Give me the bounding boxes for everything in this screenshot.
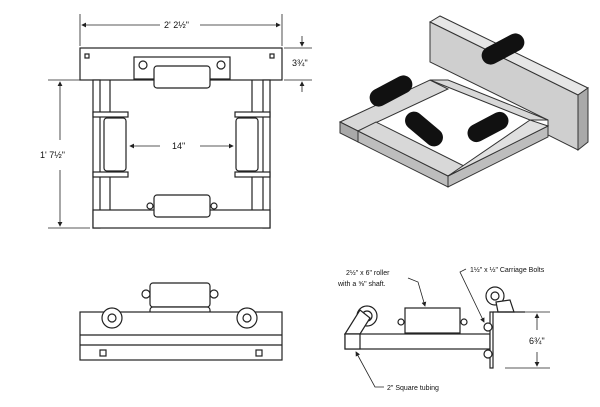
roller-note-line2: with a ⅝" shaft.	[337, 281, 386, 288]
roller-right	[235, 117, 259, 172]
roller-top	[153, 65, 211, 89]
side-height-label: 6¾"	[529, 336, 545, 346]
front-view	[79, 282, 283, 361]
iso-rollers	[369, 33, 525, 147]
top-view: 2' 2½" 3¾" 14" 1' 7½"	[40, 14, 312, 229]
roller-bottom	[153, 194, 211, 218]
isometric-view	[338, 15, 589, 188]
roller-spacing-label: 14"	[172, 141, 185, 151]
overall-width-label: 2' 2½"	[164, 20, 189, 30]
plate-height-label: 3¾"	[292, 58, 308, 68]
tubing-note: 2" Square tubing	[387, 385, 439, 392]
side-view: 6¾" 2½" x 6" roller with a ⅝" shaft. 1½"…	[337, 266, 550, 392]
bolt-note: 1½" x ½" Carriage Bolts	[470, 266, 545, 274]
roller-note-line1: 2½" x 6" roller	[346, 269, 390, 277]
overall-length-label: 1' 7½"	[40, 150, 65, 160]
roller-left	[103, 117, 127, 172]
